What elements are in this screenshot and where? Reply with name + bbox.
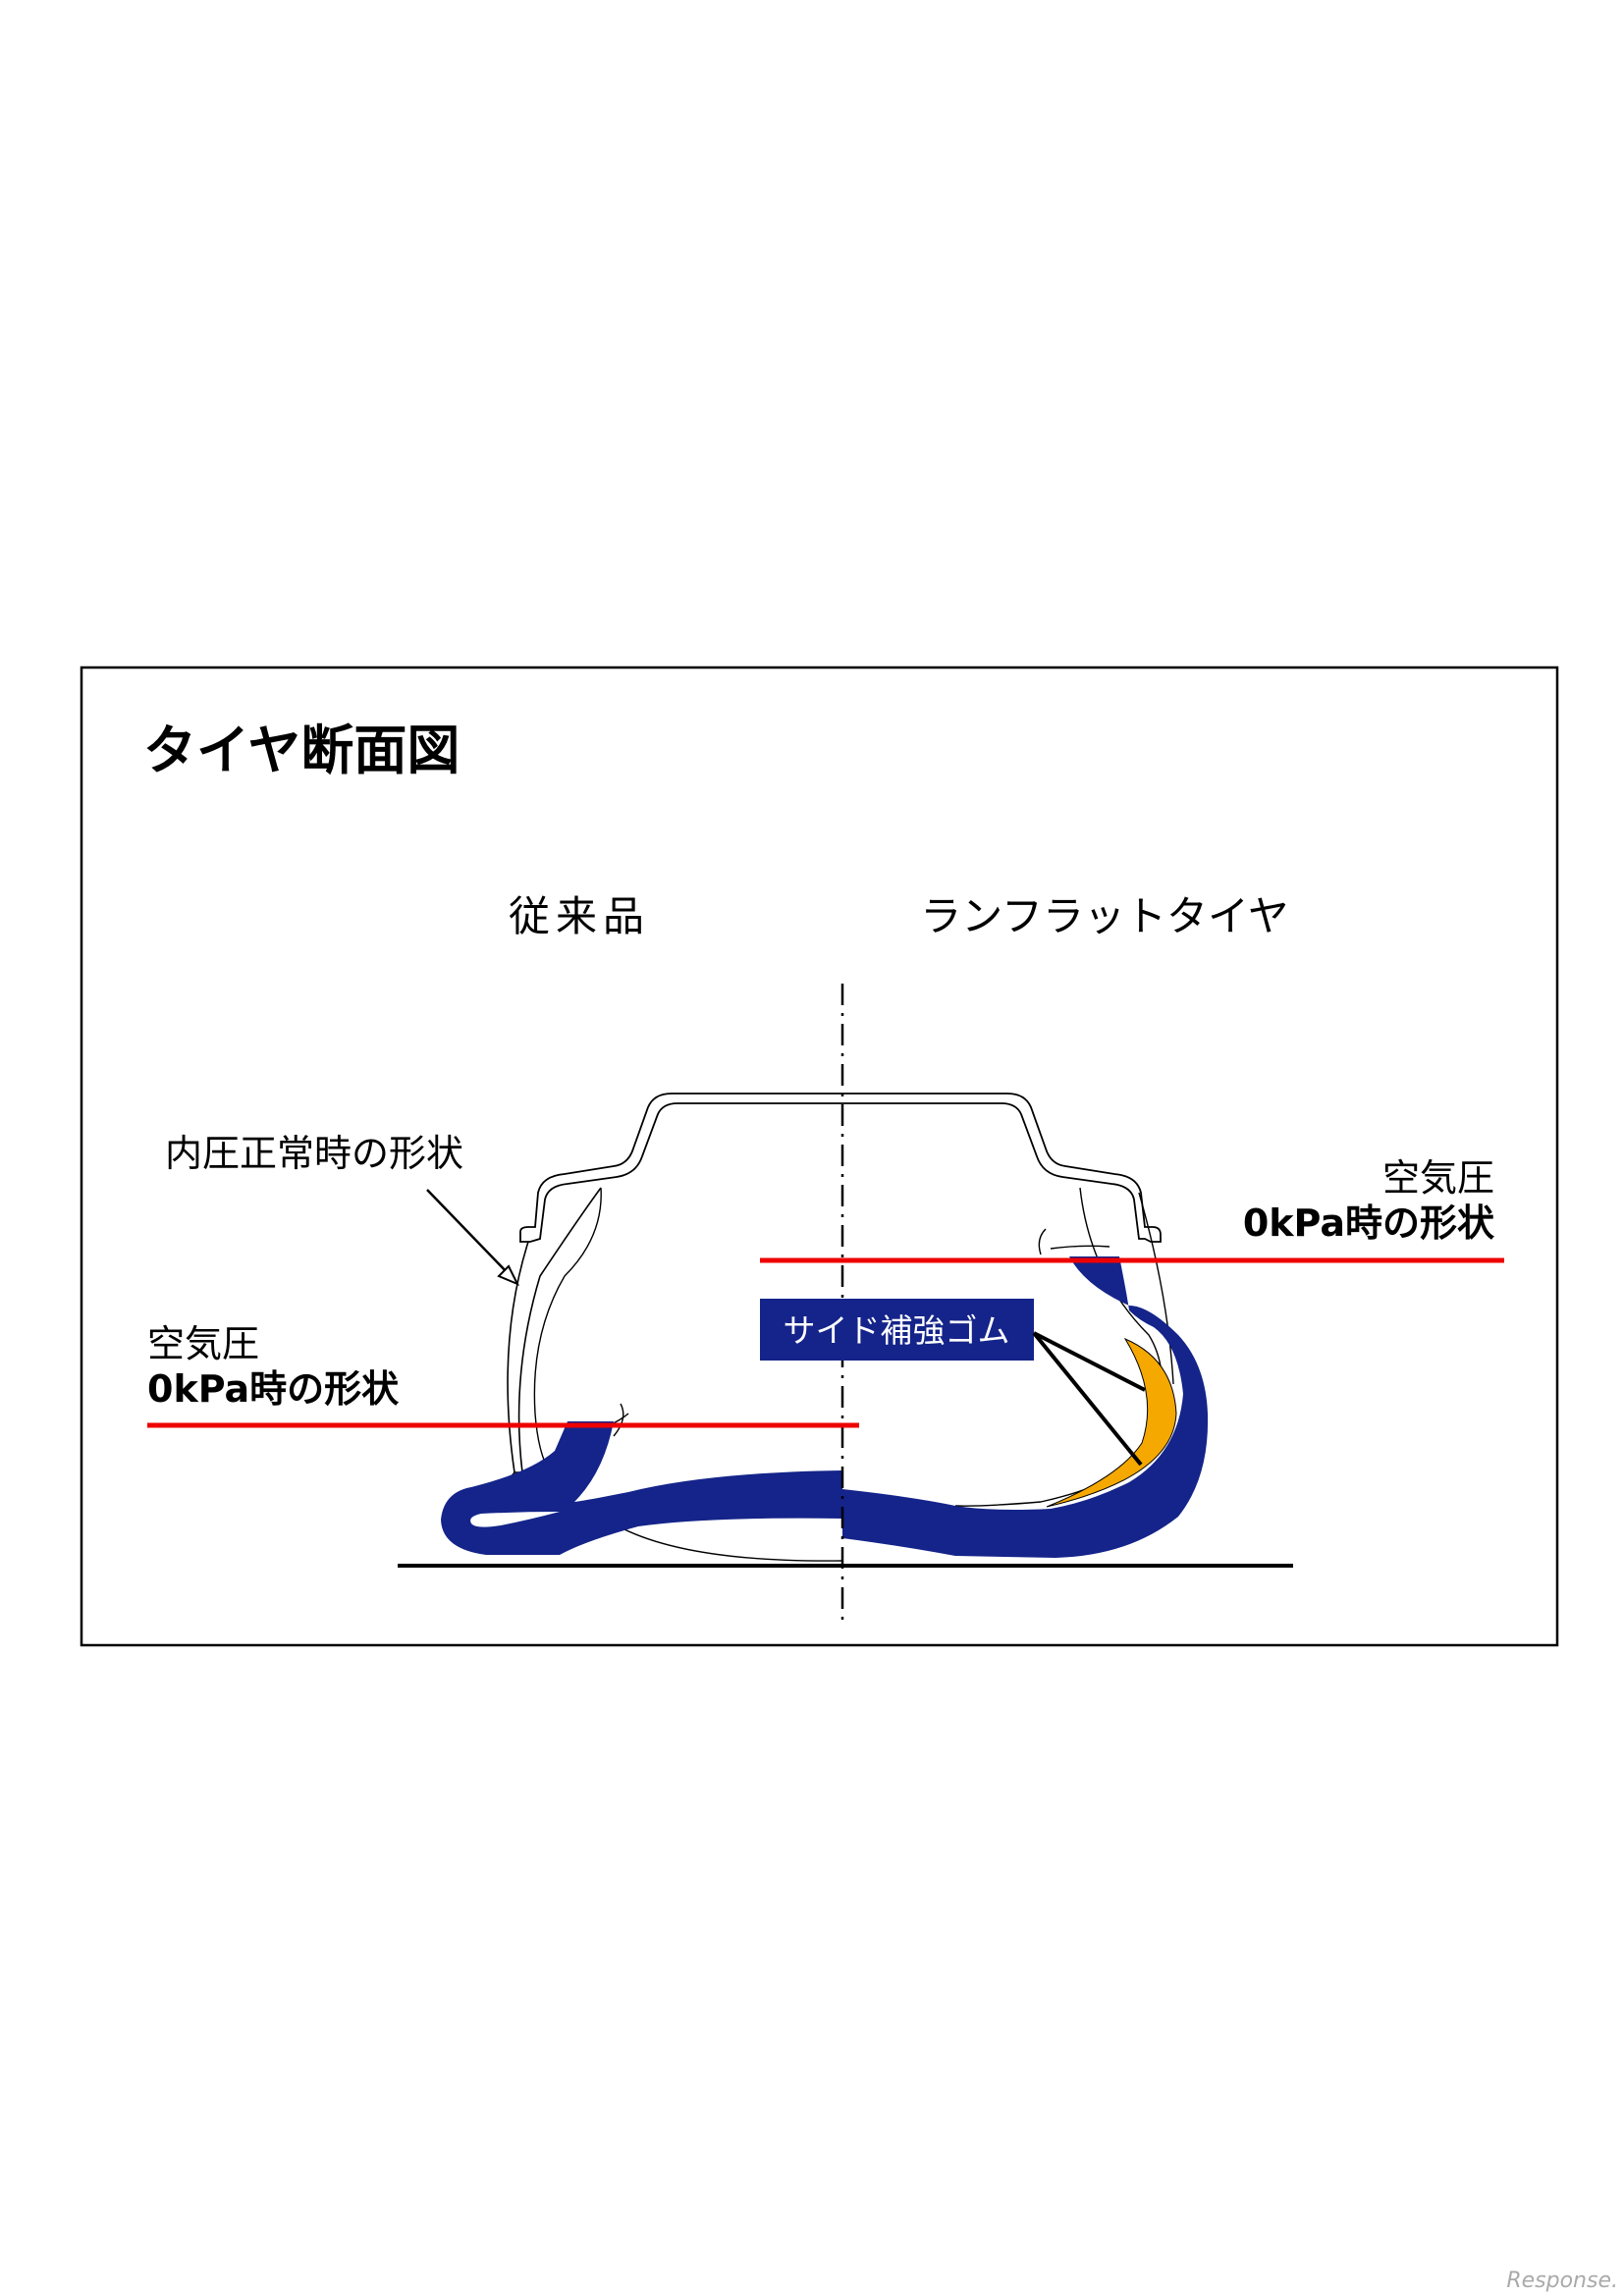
diagram-title: タイヤ断面図 bbox=[143, 720, 460, 781]
normal-shape-label: 内圧正常時の形状 bbox=[165, 1132, 463, 1175]
side-reinforcement-rubber bbox=[1046, 1337, 1177, 1508]
wheel-rim bbox=[519, 1093, 1162, 1243]
column-label-conventional: 従来品 bbox=[509, 892, 650, 940]
left-zero-pressure-label-line2: 0kPa時の形状 bbox=[147, 1367, 400, 1411]
arrowhead-icon bbox=[497, 1264, 520, 1286]
watermark-logo: Response. bbox=[1506, 2269, 1618, 2293]
normal-tire-outline bbox=[507, 1187, 602, 1473]
conventional-deflated-tire bbox=[441, 1421, 842, 1555]
side-reinforcement-label: サイド補強ゴム bbox=[784, 1311, 1010, 1350]
right-zero-pressure-label-line2: 0kPa時の形状 bbox=[1243, 1201, 1495, 1245]
leader-line-1 bbox=[1033, 1331, 1146, 1392]
side-reinforcement-label-box bbox=[760, 1299, 1034, 1361]
leader-line-2 bbox=[1032, 1331, 1143, 1467]
column-label-runflat: ランフラットタイヤ bbox=[920, 892, 1288, 940]
runflat-deflated-tire bbox=[842, 1256, 1209, 1558]
normal-tire-inner bbox=[533, 1187, 602, 1473]
normal-shape-arrow bbox=[426, 1189, 512, 1277]
bead-outline-right bbox=[1038, 1228, 1110, 1255]
right-zero-pressure-label-line1: 空気圧 bbox=[1382, 1156, 1494, 1200]
left-zero-pressure-label-line1: 空気圧 bbox=[147, 1322, 259, 1365]
